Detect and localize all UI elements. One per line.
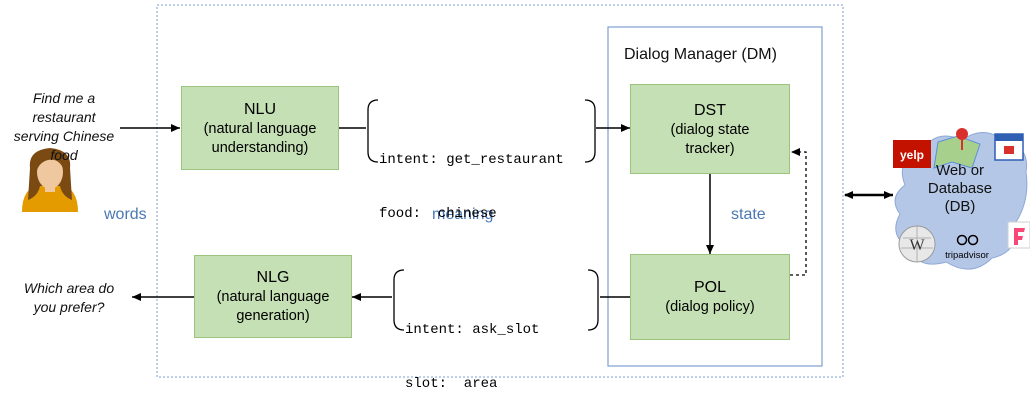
user-avatar-icon [22,148,78,212]
frame-out-right-bracket [587,269,599,331]
svg-text:yelp: yelp [900,148,924,162]
tripadvisor-icon: tripadvisor [945,234,989,261]
svg-text:W: W [909,237,925,254]
frame-in-right-bracket [584,99,596,163]
meaning-label: meaning [432,206,494,223]
user-query-text: Find me a restaurant serving Chinese foo… [13,90,115,163]
dst-box: DST (dialog state tracker) [630,84,790,174]
yelp-icon: yelp [893,140,931,168]
frame-out-left-bracket [393,269,405,331]
nlg-desc-line2: generation) [236,308,310,324]
maps-icon [933,128,981,169]
system-boundary [156,4,844,378]
svg-text:tripadvisor: tripadvisor [945,250,989,261]
nlu-title: NLU [243,100,276,118]
pol-to-dst-feedback-arrow [790,148,807,276]
frame-out-slot: slot: area [405,376,498,392]
frame-in-intent: intent: get_restaurant [379,152,564,168]
database-label: Web or Database (DB) [927,162,993,215]
nlg-desc-line1: (natural language [216,289,330,305]
nlu-box: NLU (natural language understanding) [181,86,339,170]
foursquare-icon [1007,221,1030,249]
frame-in-text: intent: get_restaurant food: chinese [379,115,564,241]
nlu-desc-line2: understanding) [211,139,309,156]
dst-desc-line2: tracker) [685,140,735,157]
frame-out-intent: intent: ask_slot [405,322,540,338]
frame-in-slot: food: chinese [379,206,497,222]
pipeline-diagram: yelp W tripadvisor [22,4,1030,378]
words-label: words [104,206,147,223]
system-reply-text: Which area do you prefer? [23,280,115,315]
pol-desc-line1: (dialog policy) [665,299,755,315]
state-label: state [731,206,766,223]
nlg-title: NLG [256,269,290,286]
pol-title: POL [693,279,726,296]
nlu-desc-line1: (natural language [203,120,317,137]
pol-box: POL (dialog policy) [630,254,790,340]
dialog-manager-container [607,26,823,367]
dialog-manager-title: Dialog Manager (DM) [624,46,777,63]
nlg-box: NLG (natural language generation) [194,255,352,338]
frame-out-text: intent: ask_slot slot: area [405,285,539,411]
wikipedia-icon: W [898,225,936,263]
dst-desc-line1: (dialog state [670,121,750,138]
frame-in-left-bracket [367,99,379,163]
dst-title: DST [694,101,726,119]
calendar-icon [994,133,1024,161]
